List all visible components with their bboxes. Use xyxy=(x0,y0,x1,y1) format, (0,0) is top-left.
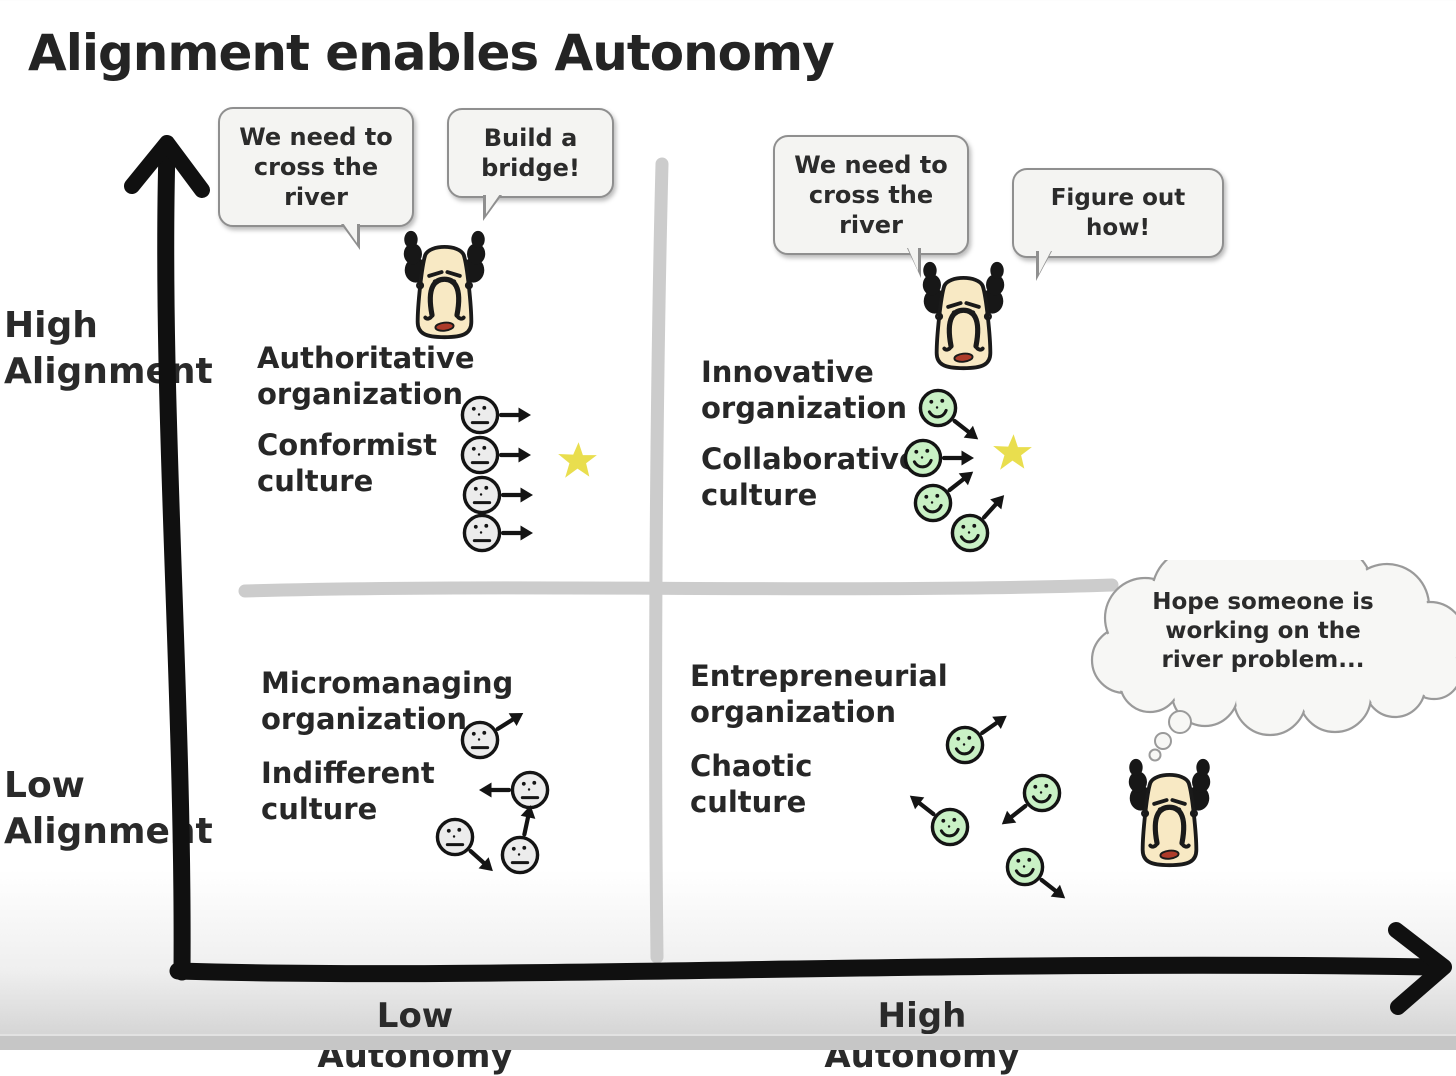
neutral-face-icon xyxy=(460,395,531,435)
boss-icon xyxy=(906,253,1021,378)
neutral-face-icon xyxy=(479,770,550,810)
arrow-icon xyxy=(503,488,533,503)
quadrant-bottom-left-organization: Micromanaging organization xyxy=(261,666,514,736)
speech-bubble-text: Build a bridge! xyxy=(481,124,580,182)
arrow-icon xyxy=(479,783,509,798)
arrow-icon xyxy=(503,526,533,541)
arrow-icon xyxy=(944,451,974,466)
x-axis xyxy=(169,922,1452,1015)
page-title: Alignment enables Autonomy xyxy=(28,24,835,82)
bottom-gradient-strip xyxy=(0,1034,1456,1050)
speech-bubble-figure-out-how: Figure out how! xyxy=(1012,168,1224,281)
happy-face-icon xyxy=(895,776,970,847)
speech-bubble-text: Figure out how! xyxy=(1050,185,1186,241)
neutral-face-icon xyxy=(460,435,531,475)
neutral-face-icon xyxy=(500,801,551,875)
quadrant-top-right-culture: Collaborative culture xyxy=(701,442,919,512)
thought-bubble-text: Hope someone is working on the river pro… xyxy=(1152,589,1374,673)
arrow-icon xyxy=(501,448,531,463)
quadrant-bottom-right-organization: Entrepreneurial organization xyxy=(690,659,948,729)
arrow-icon xyxy=(997,800,1030,830)
arrow-icon xyxy=(501,408,531,423)
members-top-right xyxy=(903,388,1032,553)
quadrant-bottom-right-culture: Chaotic culture xyxy=(690,749,813,819)
happy-face-icon xyxy=(1005,847,1080,908)
boss-icon xyxy=(1112,750,1227,875)
arrow-icon xyxy=(978,710,1011,739)
speech-bubble-build-a-bridge: Build a bridge! xyxy=(447,108,614,221)
thought-cloud-icon xyxy=(1090,560,1456,762)
axes-canvas xyxy=(124,135,1452,1015)
neutral-face-icon xyxy=(435,817,509,888)
arrow-icon xyxy=(905,790,938,820)
quadrant-divider-vertical xyxy=(649,157,669,964)
y-axis-high-label: High Alignment xyxy=(4,305,213,392)
neutral-face-icon xyxy=(462,475,533,515)
happy-face-icon xyxy=(987,773,1062,843)
speech-bubble-need-cross-river-left: We need to cross the river xyxy=(218,107,414,250)
quadrant-divider-horizontal xyxy=(238,578,1119,598)
arrow-icon xyxy=(950,415,983,445)
members-bottom-left xyxy=(435,698,551,888)
happy-face-icon xyxy=(903,438,974,478)
star-icon xyxy=(558,442,597,478)
arrow-icon xyxy=(945,466,978,496)
speech-bubble-text: We need to cross the river xyxy=(794,151,948,239)
arrow-icon xyxy=(466,845,498,876)
quadrant-top-right-organization: Innovative organization xyxy=(701,355,907,425)
quadrant-bottom-left-culture: Indifferent culture xyxy=(261,756,435,826)
quadrant-top-left-culture: Conformist culture xyxy=(257,428,437,498)
speech-bubble-need-cross-river-right: We need to cross the river xyxy=(773,135,969,278)
arrow-icon xyxy=(978,490,1009,522)
arrow-icon xyxy=(494,707,527,736)
members-bottom-right xyxy=(888,698,1118,908)
neutral-face-icon xyxy=(462,513,533,553)
neutral-face-icon xyxy=(460,698,536,760)
quadrant-top-left-organization: Authoritative organization xyxy=(257,341,475,411)
speech-bubble-text: We need to cross the river xyxy=(239,123,393,211)
y-axis xyxy=(124,135,210,981)
arrow-icon xyxy=(1037,874,1070,904)
happy-face-icon xyxy=(945,698,1021,765)
members-top-left xyxy=(460,395,597,553)
boss-icon xyxy=(387,222,502,347)
star-icon xyxy=(993,434,1032,470)
